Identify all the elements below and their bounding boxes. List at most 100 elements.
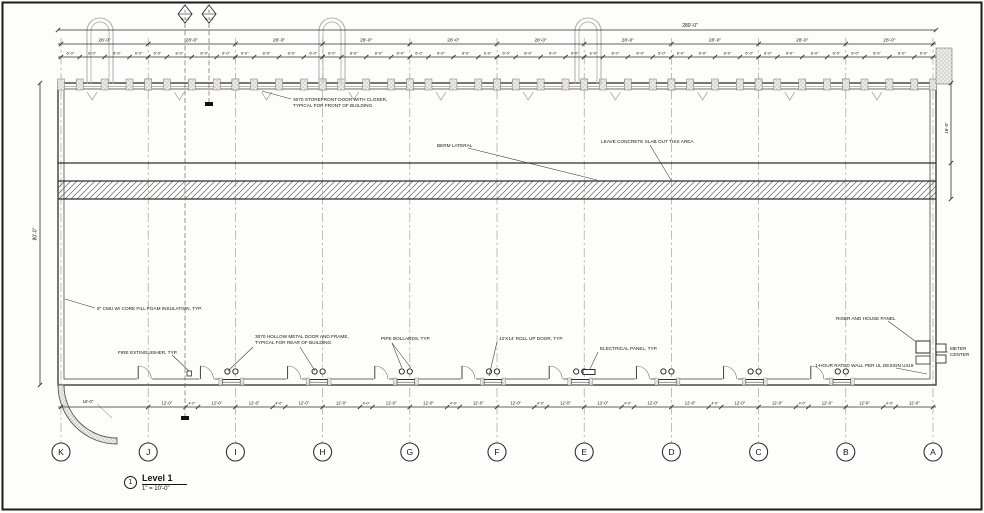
drawing-geometry (799, 54, 805, 60)
storefront-pier (823, 78, 831, 91)
storefront-pier (387, 78, 395, 91)
man-door-swing (810, 365, 825, 380)
storefront-door-swing (86, 91, 98, 101)
annotation-storefront-door: 3070 STOREFRONT DOOR WITH CLOSER,TYPICAL… (261, 90, 387, 108)
canopy-arch-inner (322, 21, 342, 84)
dimension-bottom: 12'-0" (909, 401, 920, 406)
drawing-geometry (494, 41, 500, 47)
dimension-bay: 28'-0" (709, 38, 722, 44)
grid-bubble-J: J (138, 442, 158, 462)
drawing-geometry (544, 404, 550, 410)
grid-letter-H: H (320, 447, 326, 457)
grid-bubble-H: H (313, 442, 333, 462)
pipe-bollard (573, 368, 580, 375)
drawing-geometry (227, 346, 254, 372)
dimension-sub: 8'-0" (113, 51, 121, 56)
grid-bubble-I: I (225, 442, 245, 462)
view-title: Level 1 (142, 473, 187, 485)
view-scale: 1" = 10'-0" (142, 486, 170, 492)
man-door-swing (287, 365, 301, 380)
pipe-bollard (311, 368, 318, 375)
riser-house-panel (915, 340, 931, 354)
drawing-geometry (501, 377, 506, 386)
dimension-sub: 8'-0" (175, 51, 183, 56)
storefront-pier (300, 78, 308, 91)
drawing-geometry (414, 377, 419, 386)
drawing-geometry (320, 54, 326, 60)
drawing-geometry (581, 41, 587, 47)
drawing-geometry (299, 346, 316, 372)
annotation-text: 1-HOUR RATED WALL PER UL DESIGN U419 (815, 363, 914, 368)
grid-bubble-E: E (574, 442, 594, 462)
grid-bubble-D: D (661, 442, 681, 462)
drawing-geometry (363, 54, 369, 60)
drawing-geometry (270, 404, 276, 410)
dimension-bay: 28'-0" (273, 38, 286, 44)
dimension-sub: 8'-0" (88, 51, 96, 56)
drawing-geometry (138, 442, 158, 462)
storefront-pier (842, 78, 850, 91)
dimension-bottom: 4'-0" (799, 402, 807, 406)
pipe-bollard (232, 368, 239, 375)
drawing-geometry (712, 54, 718, 60)
fire-extinguisher (186, 370, 192, 377)
storefront-door-swing (435, 91, 447, 101)
annotation-text: LEAVE CONCRETE SLAB OUT THIS AREA (601, 139, 694, 144)
drawing-geometry (538, 54, 544, 60)
annotation-text: 3070 STOREFRONT DOOR WITH CLOSER, (293, 97, 387, 102)
drawing-geometry (58, 404, 64, 410)
drawing-geometry (305, 377, 310, 386)
dimension-bottom: 12'-0" (211, 401, 222, 406)
drawing-geometry (915, 355, 931, 365)
dimension-sub: 6'-0" (241, 51, 249, 56)
annotation-text: TYPICAL FOR FRONT OF BUILDING (293, 103, 373, 108)
dimension-left-overall: 80'-0" (33, 227, 39, 240)
pipe-bollard (842, 368, 849, 375)
drawing-geometry (824, 54, 830, 60)
annotation-riser-panel: RISER AND HOUSE PANEL (836, 316, 916, 342)
storefront-pier (57, 78, 65, 91)
drawing-geometry (548, 377, 564, 381)
grid-bubble-F: F (487, 442, 507, 462)
drawing-geometry (589, 377, 593, 386)
meter-box (935, 343, 947, 353)
dimension-bottom: 4'-0" (275, 402, 283, 406)
drawing-geometry (189, 54, 195, 60)
section-markers: 1A-5.12A-5.1 (177, 4, 217, 420)
storefront-pier (736, 78, 744, 91)
drawing-geometry (933, 27, 939, 33)
dimension-bottom: 4'-0" (624, 402, 632, 406)
storefront-pier (212, 78, 221, 91)
drawing-geometry (137, 377, 153, 381)
storefront-pier (163, 78, 171, 91)
grid-letter-J: J (146, 447, 150, 457)
drawing-geometry (391, 342, 412, 369)
drawing-geometry (64, 298, 96, 309)
drawing-geometry (763, 377, 768, 386)
storefront-pier (75, 78, 84, 91)
drawing-geometry (444, 404, 450, 410)
annotation-text: 8" CMU W/ CORE FILL FOAM INSULATION, TYP… (97, 306, 202, 311)
drawing-geometry (145, 41, 151, 47)
drawing-geometry (357, 404, 363, 410)
drawing-geometry (562, 54, 569, 60)
drawing-geometry (251, 54, 257, 60)
drawing-geometry (619, 404, 625, 410)
storefront-pier (493, 78, 501, 91)
drawing-geometry (625, 54, 631, 60)
dimension-sub: 8'-0" (898, 51, 906, 56)
dimension-sub: 6'-0" (920, 51, 928, 56)
view-title-block: 1 Level 1 1" = 10'-0" (124, 473, 187, 492)
drawing-geometry (805, 404, 811, 410)
curved-corner-wall: 16'-0" (57, 384, 118, 445)
drawing-geometry (55, 27, 61, 33)
grid-letter-I: I (234, 447, 236, 457)
dimension-sub: 6'-0" (658, 51, 666, 56)
drawing-geometry (850, 377, 855, 386)
dimension-sub: 6'-0" (484, 51, 492, 56)
drawing-geometry (240, 377, 245, 386)
section-cut-tail (205, 102, 213, 106)
storefront-pier (910, 78, 919, 91)
